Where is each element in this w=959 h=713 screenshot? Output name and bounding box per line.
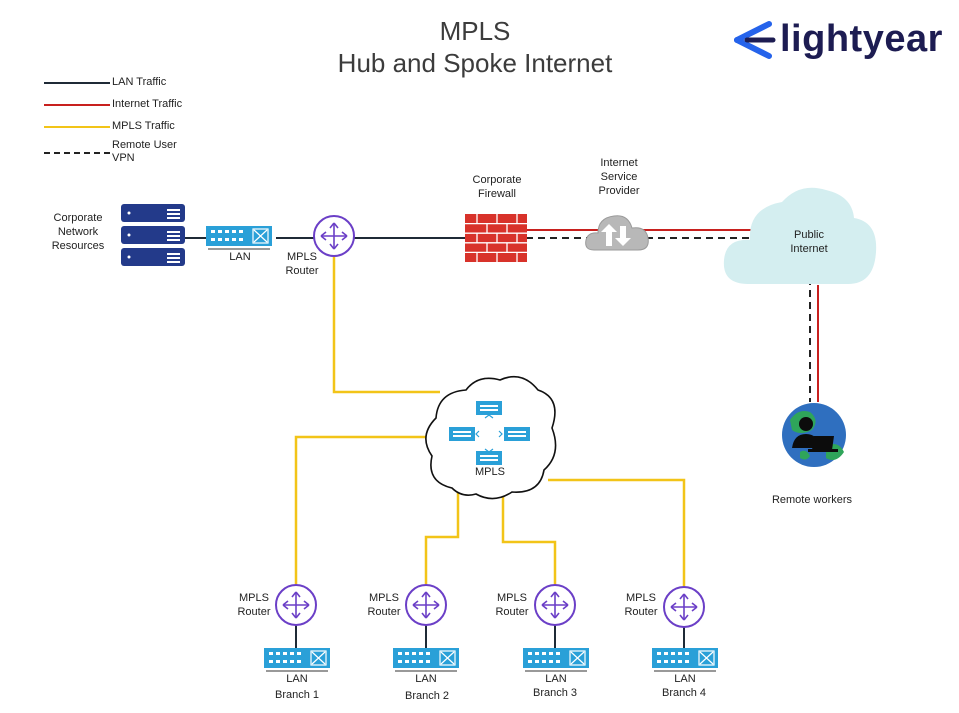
- isp-label: Internet Service Provider: [598, 157, 640, 197]
- diagram-title: MPLS: [439, 16, 511, 46]
- legend-mpls-swatch: [44, 126, 110, 128]
- branch1-lan-switch-icon: [263, 647, 331, 672]
- branch3-router-label: MPLS Router: [495, 592, 529, 618]
- branch3-lan-switch-icon: [522, 647, 590, 672]
- branch4-router-label: MPLS Router: [624, 592, 658, 618]
- legend-internet-label: Internet Traffic: [112, 98, 183, 110]
- branch3-router-icon: [534, 584, 576, 626]
- lightyear-logo: lightyear: [733, 18, 943, 66]
- mpls-cloud-icon: [425, 375, 557, 500]
- logo-wordmark: lightyear: [780, 18, 943, 60]
- branch4-label: Branch 4: [661, 687, 707, 699]
- link-mpls-to-branch1: [294, 435, 430, 584]
- link-mpls-to-branch2: [424, 488, 460, 584]
- branch1-label: Branch 1: [274, 689, 320, 701]
- remote-workers-label: Remote workers: [771, 494, 853, 506]
- legend-vpn-swatch: [44, 152, 110, 154]
- legend-internet-swatch: [44, 104, 110, 106]
- branch3-lan-label: LAN: [545, 673, 567, 685]
- legend-vpn-label: Remote User VPN: [112, 139, 177, 164]
- remote-worker-globe-icon: [782, 403, 846, 467]
- legend-mpls-label: MPLS Traffic: [112, 120, 175, 132]
- hub-lan-label: LAN: [229, 251, 251, 263]
- branch2-lan-label: LAN: [415, 673, 437, 685]
- mpls-cloud-label: MPLS: [475, 466, 505, 478]
- branch1-router-icon: [275, 584, 317, 626]
- branch3-label: Branch 3: [532, 687, 578, 699]
- branch2-router-label: MPLS Router: [367, 592, 401, 618]
- server-stack-icon: [121, 204, 185, 266]
- isp-cloud-icon: [585, 215, 649, 251]
- lightyear-mark-icon: [734, 21, 776, 59]
- hub-lan-switch-icon: [205, 225, 273, 250]
- legend-lan-label: LAN Traffic: [112, 76, 167, 88]
- firewall-icon: [465, 214, 527, 262]
- branch4-router-icon: [663, 586, 705, 628]
- branch4-lan-switch-icon: [651, 647, 719, 672]
- diagram-subtitle: Hub and Spoke Internet: [337, 48, 613, 78]
- link-hub-to-mpls: [332, 257, 440, 394]
- hub-router-label: MPLS Router: [285, 251, 319, 277]
- branch1-lan-label: LAN: [286, 673, 308, 685]
- branch2-label: Branch 2: [404, 690, 450, 702]
- firewall-label: Corporate Firewall: [472, 174, 522, 200]
- link-mpls-to-branch4: [548, 478, 686, 586]
- public-internet-label: Public Internet: [790, 229, 828, 255]
- branch2-router-icon: [405, 584, 447, 626]
- branch1-router-label: MPLS Router: [237, 592, 271, 618]
- link-mpls-to-branch3: [501, 495, 557, 584]
- legend-lan-swatch: [44, 82, 110, 84]
- public-internet-cloud-icon: [723, 187, 877, 284]
- corporate-resources-label: Corporate Network Resources: [51, 212, 105, 252]
- branch4-lan-label: LAN: [674, 673, 696, 685]
- branch2-lan-switch-icon: [392, 647, 460, 672]
